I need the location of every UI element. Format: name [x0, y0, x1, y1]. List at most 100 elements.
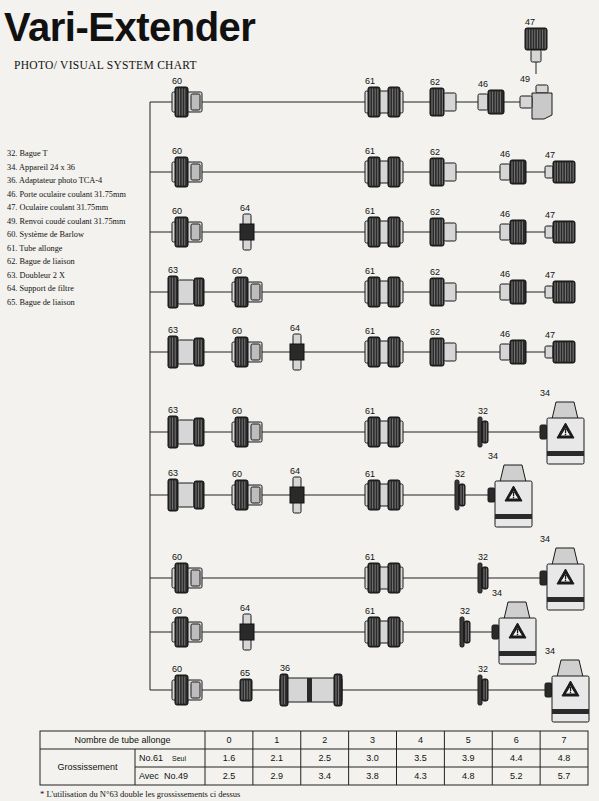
knurl-line	[377, 419, 378, 446]
knurl-line	[244, 681, 245, 700]
barrel	[540, 571, 547, 585]
knurl-line	[570, 223, 571, 242]
barrel	[545, 226, 553, 238]
connector-line	[252, 690, 280, 691]
knurl-line	[514, 162, 515, 183]
knurl-line	[172, 278, 173, 307]
barrel	[500, 344, 510, 360]
barrel	[191, 624, 200, 640]
part-node: 61	[365, 469, 403, 510]
callout-number: 62	[430, 77, 440, 88]
table-rule	[348, 731, 349, 785]
callout-number: 60	[172, 146, 182, 157]
table-header: 5	[444, 734, 492, 746]
knurl-line	[395, 279, 396, 306]
part-node: 64	[290, 466, 304, 513]
knurl-line	[517, 342, 518, 363]
knurl-line	[377, 159, 378, 186]
knurled-ring	[464, 621, 470, 643]
camera-strap	[547, 451, 584, 456]
warning-dot	[517, 634, 519, 636]
callout-number: 61	[365, 146, 375, 157]
knurl-line	[239, 279, 240, 306]
table-cell: Avec	[139, 770, 159, 782]
knurled-ring	[510, 220, 526, 244]
knurl-line	[512, 222, 513, 243]
knurl-line	[370, 219, 371, 246]
knurl-line	[392, 159, 393, 186]
barrel	[500, 224, 510, 240]
knurl-line	[512, 342, 513, 363]
barrel	[499, 618, 536, 664]
knurl-line	[182, 565, 183, 592]
knurl-line	[437, 90, 438, 115]
knurl-line	[375, 619, 376, 646]
connector-line	[403, 352, 430, 353]
callout-number: 61	[365, 406, 375, 417]
barrel	[191, 164, 200, 180]
barlow-drawing	[232, 480, 262, 510]
table-cell: Seul	[172, 753, 186, 765]
part-node: 60	[232, 266, 262, 307]
knurl-line	[432, 90, 433, 115]
adapter-band	[307, 678, 312, 702]
knurl-line	[179, 619, 180, 646]
knurl-line	[573, 163, 574, 182]
knurled-ring	[240, 679, 252, 701]
ring-drawing	[430, 218, 456, 246]
connector-line	[403, 102, 430, 103]
knurl-line	[512, 162, 513, 183]
knurl-line	[170, 481, 171, 510]
tube-drawing	[365, 563, 403, 593]
knurl-line	[177, 619, 178, 646]
callout-number: 60	[232, 469, 242, 480]
legend-line: 64. Support de filtre	[6, 283, 75, 294]
warning-dot	[565, 434, 567, 436]
part-node: 60	[172, 206, 202, 247]
connector-line	[204, 292, 232, 293]
connector-line	[202, 232, 240, 233]
knurl-line	[570, 283, 571, 302]
knurled-ring	[235, 337, 248, 367]
callout-number: 61	[365, 552, 375, 563]
knurl-line	[500, 92, 501, 113]
knurl-line	[432, 220, 433, 245]
knurl-line	[390, 419, 391, 446]
callout-number: 60	[172, 606, 182, 617]
barrel	[460, 617, 464, 647]
warning-triangle	[562, 681, 579, 696]
connector-line	[403, 495, 455, 496]
eyeH-drawing	[545, 161, 575, 183]
barrel	[191, 682, 200, 698]
table-rule	[135, 749, 136, 785]
legend-line: 60. Système de Barlow	[6, 229, 85, 240]
knurl-line	[182, 219, 183, 246]
prism-housing	[552, 548, 578, 565]
warning-triangle-inner	[560, 574, 571, 583]
connector-line	[202, 172, 365, 173]
part-node: 60	[172, 146, 202, 187]
knurl-line	[177, 89, 178, 116]
ring65-drawing	[240, 679, 252, 701]
barrel	[488, 488, 495, 502]
barrel	[478, 675, 482, 705]
table-rule	[492, 731, 493, 785]
part-node: 46	[500, 269, 526, 304]
knurl-line	[442, 280, 443, 305]
barrel	[545, 683, 552, 697]
knurl-line	[560, 343, 561, 362]
knurl-line	[392, 279, 393, 306]
table-cell: 1.6	[205, 752, 253, 764]
table-cell: 3.4	[301, 770, 349, 782]
knurl-line	[540, 30, 541, 49]
doubler-drawing	[168, 276, 204, 308]
knurl-line	[182, 89, 183, 116]
callout-number: 60	[172, 206, 182, 217]
callout-number: 34	[540, 388, 550, 399]
knurl-line	[529, 30, 530, 49]
diag-drawing	[520, 85, 552, 119]
barrel	[547, 564, 584, 610]
warning-dot	[570, 692, 572, 694]
camera-strap	[499, 651, 536, 656]
knurl-line	[434, 90, 435, 115]
